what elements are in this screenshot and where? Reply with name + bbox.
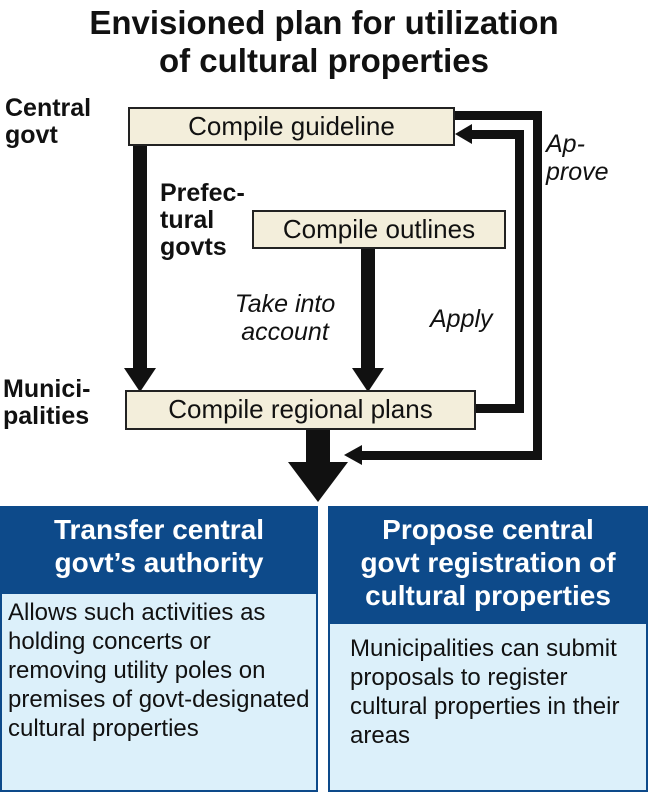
heading-line: Transfer central — [53, 514, 265, 545]
label-line: govt — [5, 121, 58, 149]
arrow-central-to-municipal — [133, 145, 147, 370]
heading-line: Propose central — [382, 514, 594, 545]
label-line: govts — [160, 233, 227, 261]
label-line: tural — [160, 206, 215, 234]
apply-arrowhead — [455, 124, 472, 144]
heading-line: govt’s authority — [54, 547, 264, 578]
approve-arrowhead — [344, 445, 362, 465]
label-line: account — [241, 318, 329, 346]
arrowhead — [288, 462, 348, 502]
label-municipalities: Munici- palities — [3, 376, 91, 430]
label-line: Munici- — [3, 375, 91, 403]
panel-body-propose-registration: Municipalities can submit proposals to r… — [328, 622, 648, 792]
label-line: palities — [3, 402, 90, 430]
heading-line: govt registration of — [360, 547, 616, 578]
label-line: Central — [5, 94, 92, 122]
diagram-title: Envisioned plan for utilization of cultu… — [0, 4, 648, 80]
arrowhead — [352, 368, 384, 392]
box-compile-outlines: Compile outlines — [252, 210, 506, 249]
arrow-prefectural-to-municipal — [361, 248, 375, 370]
panel-heading-propose-registration: Propose central govt registration of cul… — [328, 506, 648, 622]
label-apply: Apply — [430, 305, 493, 333]
box-compile-regional-plans: Compile regional plans — [125, 390, 476, 430]
label-approve: Ap- prove — [546, 130, 609, 186]
heading-line: cultural properties — [365, 580, 611, 611]
arrowhead — [124, 368, 156, 392]
title-line: Envisioned plan for utilization — [89, 4, 559, 41]
panel-heading-transfer-authority: Transfer central govt’s authority — [0, 506, 318, 592]
title-line: of cultural properties — [158, 42, 490, 79]
label-line: Prefec- — [160, 179, 245, 207]
label-prefectural-govts: Prefec- tural govts — [160, 180, 245, 261]
label-line: prove — [546, 158, 609, 186]
label-central-govt: Central govt — [5, 95, 91, 149]
label-take-into-account: Take into account — [215, 290, 355, 346]
box-compile-guideline: Compile guideline — [128, 107, 455, 146]
label-line: Take into — [234, 290, 336, 318]
arrow-to-outcomes — [306, 430, 330, 464]
label-line: Ap- — [546, 130, 585, 158]
panel-body-transfer-authority: Allows such activities as holding concer… — [0, 592, 318, 792]
